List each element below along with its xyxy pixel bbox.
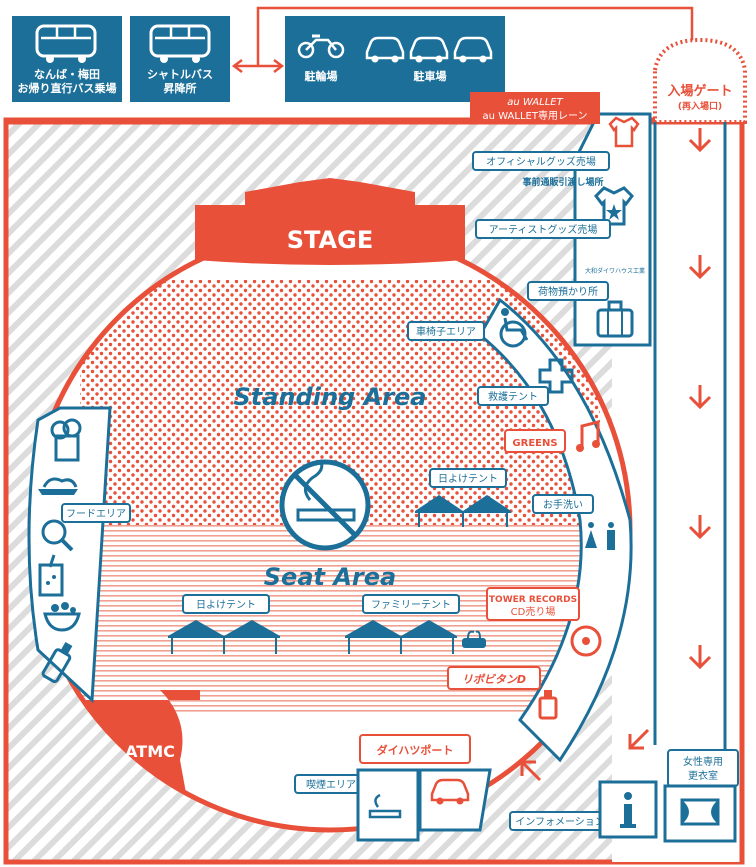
atmc-label: ATMC	[125, 742, 175, 761]
tent-icon	[345, 620, 457, 654]
entrance-subtitle: (再入場口)	[678, 100, 722, 112]
smoking-area: 喫煙エリア	[294, 768, 420, 842]
information-label: インフォメーション	[515, 817, 605, 828]
women-changing-line2: 更衣室	[688, 769, 718, 782]
au-wallet-lane: au WALLET au WALLET専用レーン	[470, 92, 600, 124]
official-goods: オフィシャルグッズ売場 事前通販引渡し場所 アーティストグッズ売場 大和ダイワハ…	[472, 112, 652, 347]
wheelchair-label: 車椅子エリア	[416, 325, 476, 338]
parking-box: 駐輪場 駐車場	[285, 16, 505, 102]
drink-bottle-icon	[538, 690, 558, 720]
food-area-label: フードエリア	[66, 509, 126, 520]
shuttle-line1: シャトルバス	[147, 68, 213, 81]
standing-area-label: Standing Area	[234, 383, 427, 411]
luggage-icon	[596, 300, 634, 338]
cloakroom-label: 荷物預かり所	[538, 285, 598, 298]
shuttle-line2: 昇降所	[164, 81, 197, 95]
women-changing-line1: 女性専用	[683, 755, 723, 768]
wheelchair-area: 車椅子エリア	[407, 308, 529, 348]
car-icon	[365, 36, 493, 63]
no-smoking-icon	[279, 459, 371, 551]
cd-icon	[570, 625, 602, 657]
atmc-area: ATMC	[125, 742, 175, 761]
artist-goods-label: アーティストグッズ売場	[489, 223, 598, 236]
entrance-title: 入場ゲート	[667, 83, 732, 99]
tent-icon	[415, 495, 511, 527]
music-note-icon	[576, 420, 600, 452]
washroom: お手洗い	[532, 494, 615, 550]
shade-tent-left-label: 日よけテント	[196, 599, 256, 611]
entrance-corridor	[653, 122, 727, 760]
stage: STAGE	[195, 178, 465, 265]
tower-records: TOWER RECORDS CD売り場	[486, 587, 602, 657]
daihatsu-port: ダイハツポート	[359, 734, 492, 832]
cloakroom-sponsor: 大和ダイワハウス工業	[585, 267, 645, 275]
stage-label: STAGE	[287, 226, 373, 254]
family-tent-label: ファミリーテント	[371, 600, 451, 611]
wheelchair-icon	[499, 308, 529, 348]
drink-icon	[38, 554, 64, 597]
lipovitan: リポビタンD	[447, 666, 558, 720]
first-aid: 救護テント	[477, 358, 574, 406]
car-icon	[430, 778, 470, 805]
seat-area-label: Seat Area	[264, 563, 396, 591]
bottle-icon	[41, 642, 73, 684]
fountain-icon	[462, 630, 486, 648]
meat-icon	[41, 519, 74, 552]
ice-cream-icon	[50, 418, 82, 462]
cd-shop-label: CD売り場	[511, 605, 556, 618]
tent-icon	[168, 620, 280, 654]
shade-tent-left: 日よけテント	[168, 594, 280, 654]
bus-direct-line1: なんば・梅田	[34, 67, 100, 81]
smoking-icon	[368, 793, 402, 819]
food-area: フードエリア	[27, 406, 131, 704]
first-aid-icon	[538, 358, 574, 394]
bus-icon	[35, 24, 97, 63]
t-shirt-icon	[608, 116, 640, 148]
first-aid-label: 救護テント	[488, 390, 538, 403]
smoking-label: 喫煙エリア	[306, 779, 356, 791]
information: インフォメーション	[509, 780, 658, 839]
mail-order-label: 事前通販引渡し場所	[522, 176, 603, 188]
shuttle-parking-arrow	[231, 6, 694, 73]
family-tent: ファミリーテント	[345, 594, 486, 654]
bus-direct-box: なんば・梅田 お帰り直行バス乗場	[12, 16, 122, 102]
shuttle-box: シャトルバス 昇降所	[130, 16, 230, 102]
daihatsu-label: ダイハツポート	[377, 743, 454, 757]
shade-tent-right-label: 日よけテント	[438, 473, 498, 485]
official-goods-label: オフィシャルグッズ売場	[486, 155, 596, 168]
lipovitan-label: リポビタンD	[462, 673, 526, 686]
car-parking-label: 駐車場	[414, 69, 447, 83]
women-changing-room: 女性専用 更衣室	[663, 749, 739, 843]
restroom-icon	[585, 522, 615, 550]
t-shirt-star-icon	[594, 186, 634, 226]
entrance-gate: 入場ゲート (再入場口)	[653, 37, 747, 124]
bicycle-parking-label: 駐輪場	[305, 69, 338, 83]
salad-icon	[43, 602, 81, 632]
curtain-icon	[680, 798, 720, 826]
washroom-label: お手洗い	[543, 498, 583, 511]
bus-icon	[149, 24, 211, 63]
au-wallet-lane-label: au WALLET専用レーン	[483, 110, 588, 122]
food-tray-icon	[38, 477, 78, 495]
tower-records-label: TOWER RECORDS	[489, 595, 577, 605]
flow-arrows	[520, 128, 712, 782]
info-icon	[620, 792, 636, 828]
greens-shop: GREENS	[504, 420, 600, 453]
shade-tent-right: 日よけテント	[415, 468, 511, 527]
greens-label: GREENS	[512, 438, 557, 449]
motorcycle-icon	[297, 34, 345, 59]
au-wallet-brand: au WALLET	[507, 97, 563, 108]
bus-direct-line2: お帰り直行バス乗場	[18, 81, 117, 95]
